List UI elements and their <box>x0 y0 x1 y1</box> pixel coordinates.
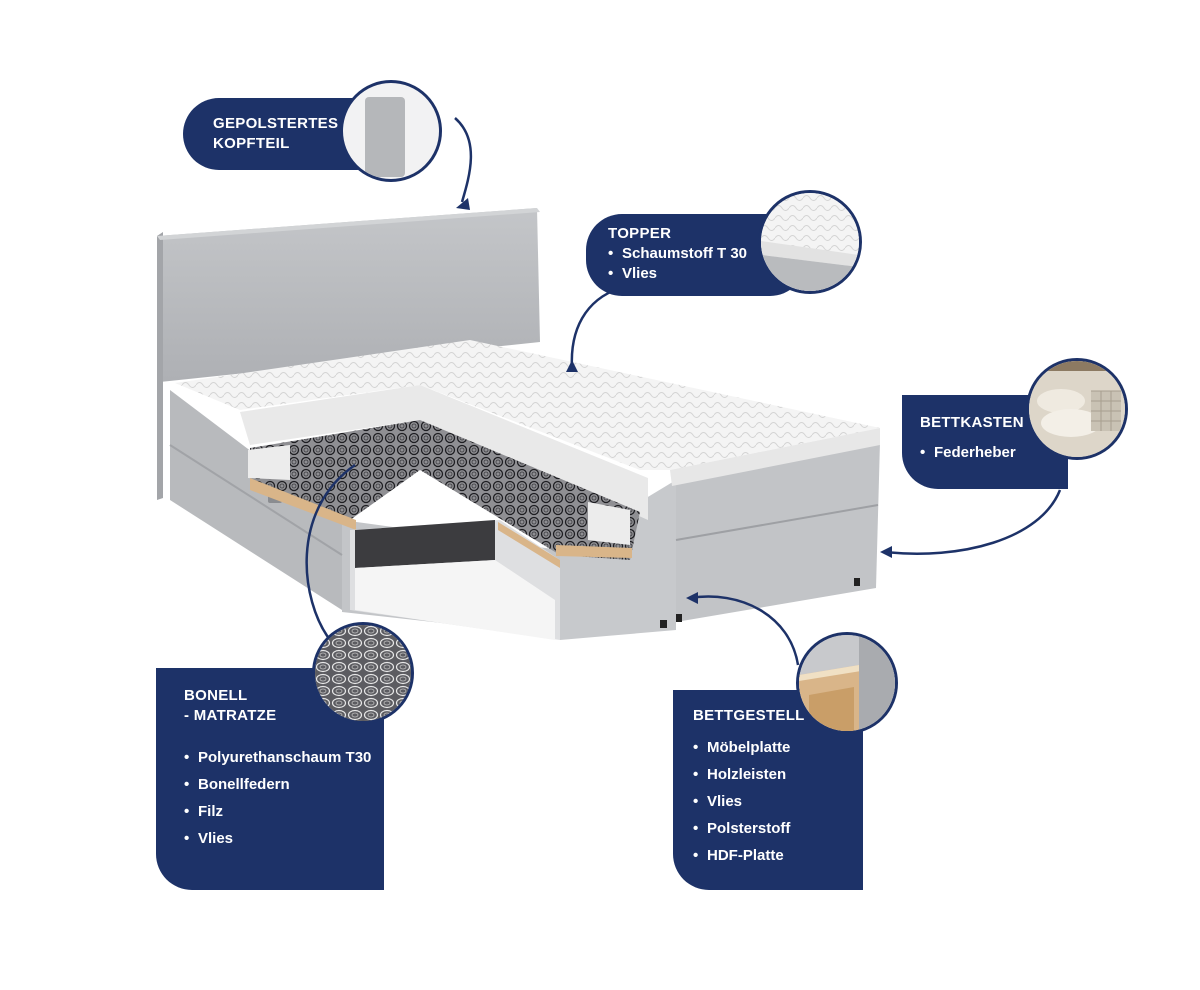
bettkasten-title: BETTKASTEN <box>920 414 1024 431</box>
bettgestell-item: Polsterstoff <box>693 819 863 839</box>
kopfteil-title-line2: KOPFTEIL <box>213 135 290 152</box>
bettgestell-detail-circle <box>796 632 898 734</box>
arrow-bettkasten <box>884 489 1062 555</box>
topper-item: Schaumstoff T 30 <box>608 244 806 264</box>
bonell-item: Filz <box>184 802 384 822</box>
headboard <box>157 208 540 500</box>
arrow-bonell <box>305 463 356 641</box>
bonell-title-line2: - MATRATZE <box>184 707 277 724</box>
kopfteil-title-line1: GEPOLSTERTES <box>213 115 339 132</box>
bonell-item: Vlies <box>184 829 384 849</box>
topper-detail-circle <box>758 190 862 294</box>
topper-detail-image <box>761 193 859 291</box>
bettgestell-title: BETTGESTELL <box>693 707 805 724</box>
bonell-detail-circle <box>312 622 414 724</box>
arrow-bettgestell <box>689 595 800 666</box>
bettgestell-item: Möbelplatte <box>693 738 863 758</box>
bonell-item: Polyurethanschaum T30 <box>184 748 384 768</box>
bettkasten-item: Federheber <box>920 443 1068 463</box>
topper-title: TOPPER <box>608 225 672 242</box>
bettkasten-detail-image <box>1029 361 1125 457</box>
bonell-title-line1: BONELL <box>184 687 248 704</box>
arrow-topper <box>570 286 621 369</box>
bonell-springs-image <box>315 625 411 721</box>
bettgestell-item: Holzleisten <box>693 765 863 785</box>
mattress-cutaway <box>240 385 648 640</box>
bettkasten-detail-circle <box>1026 358 1128 460</box>
kopfteil-detail-circle <box>340 80 442 182</box>
topper-item: Vlies <box>608 264 806 284</box>
bettgestell-item: Vlies <box>693 792 863 812</box>
bettgestell-item: HDF-Platte <box>693 846 863 866</box>
bettgestell-detail-image <box>799 635 895 731</box>
bonell-item: Bonellfedern <box>184 775 384 795</box>
arrow-kopfteil <box>454 117 473 203</box>
topper-layer <box>175 340 880 486</box>
